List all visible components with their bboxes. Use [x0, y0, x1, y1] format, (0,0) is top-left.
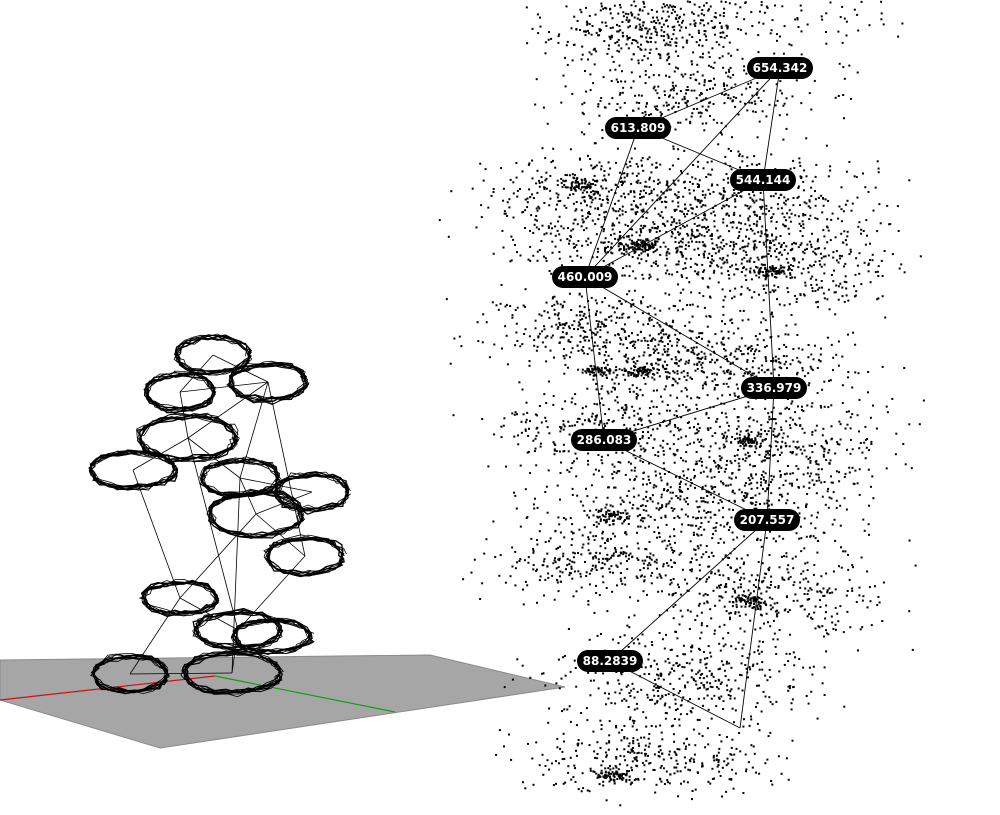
node-label-text: 460.009: [558, 270, 613, 284]
node-label[interactable]: 88.2839: [577, 650, 643, 672]
node-label[interactable]: 544.144: [730, 169, 796, 191]
ground-plane: [0, 654, 566, 749]
node-label[interactable]: 460.009: [552, 266, 618, 288]
node-label[interactable]: 286.083: [571, 429, 637, 451]
node-label-text: 613.809: [611, 121, 666, 135]
node-label-text: 286.083: [577, 433, 632, 447]
point-cloud: [438, 0, 925, 807]
graph-edges: [584, 67, 781, 729]
node-label[interactable]: 613.809: [605, 117, 671, 139]
node-label[interactable]: 336.979: [741, 377, 807, 399]
node-label-text: 336.979: [747, 381, 802, 395]
node-label-text: 544.144: [736, 173, 791, 187]
node-labels: 654.342 613.809 544.144 460.009 336.979 …: [552, 57, 813, 672]
wireframe-model: [88, 333, 352, 698]
node-label[interactable]: 207.557: [734, 509, 800, 531]
y-axis-line: [214, 675, 396, 713]
node-label[interactable]: 654.342: [747, 57, 813, 79]
model-edges: [129, 354, 313, 675]
x-axis-line: [0, 675, 216, 701]
node-label-text: 207.557: [740, 513, 795, 527]
node-label-text: 88.2839: [583, 654, 638, 668]
node-label-text: 654.342: [753, 61, 808, 75]
